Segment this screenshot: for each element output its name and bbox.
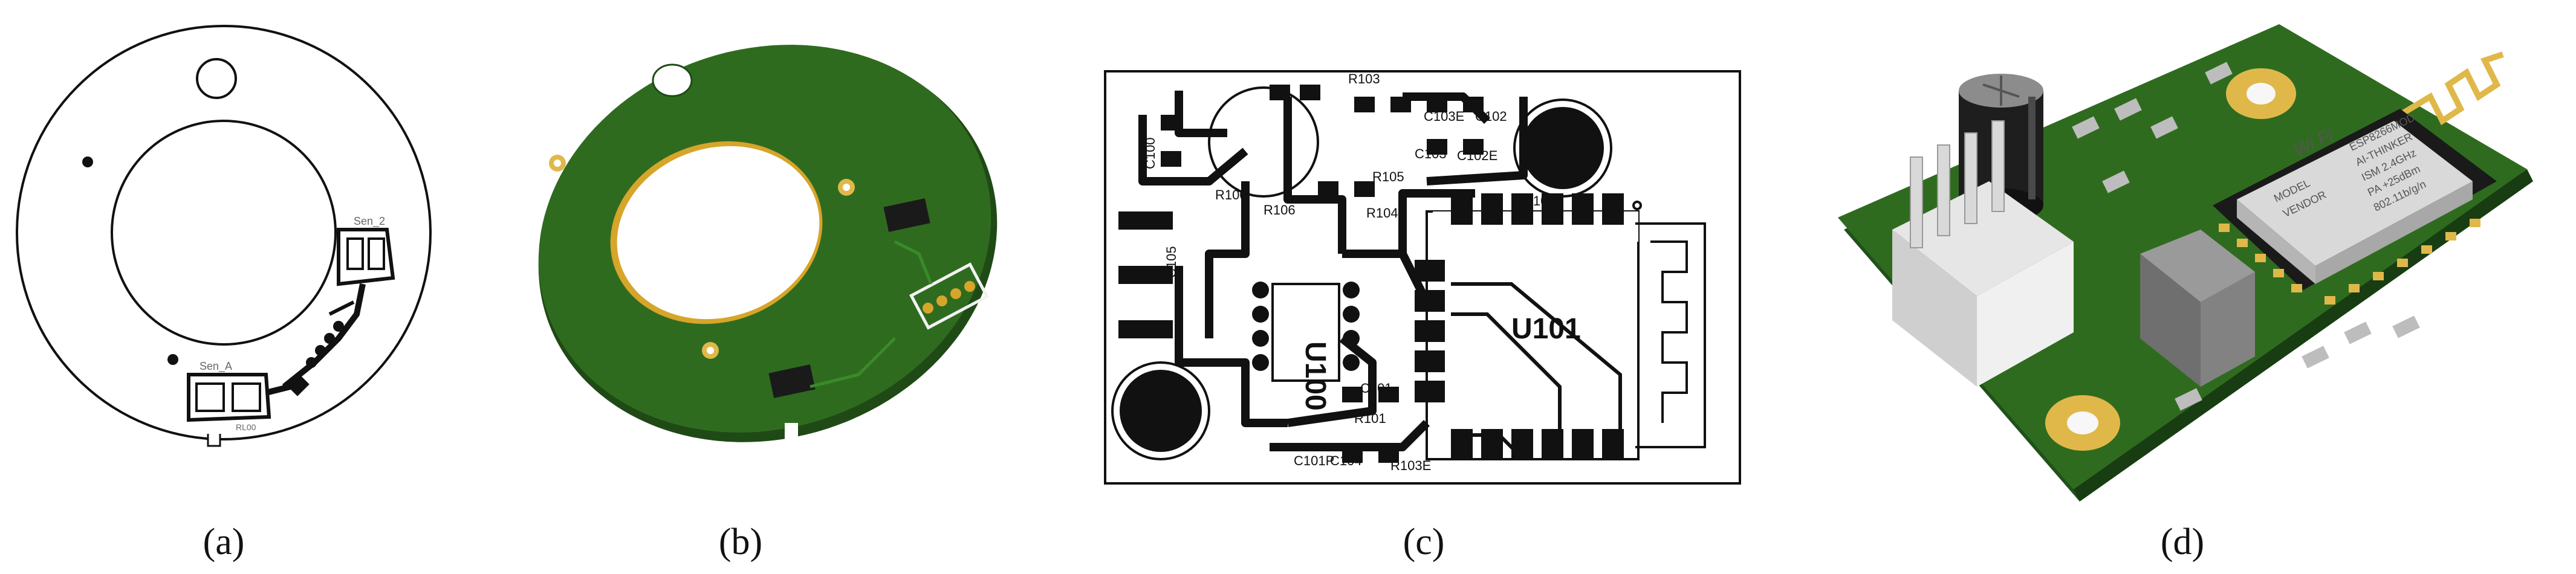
antenna-meander	[1632, 201, 1706, 448]
panel-a-layout: Sen_2 Sen_A RL00	[16, 25, 432, 447]
silk-r104: R104	[1366, 205, 1398, 221]
ring-board-3d	[538, 45, 998, 442]
silk-r102: R102	[1523, 193, 1556, 208]
pads	[285, 321, 344, 396]
caption-a: (a)	[203, 521, 245, 563]
silk-r100: R100	[1215, 187, 1247, 202]
panel-c: R103 C103 C102E R102 C103E C102 R105 R10…	[1088, 0, 1759, 574]
panel-d-render: Wi Fi MODEL VENDOR ESP8266MOD AI-THINKER…	[1838, 24, 2533, 501]
silk-c101: C101	[1360, 381, 1392, 396]
mounting-pads-3d	[2045, 68, 2296, 451]
caption-d: (d)	[2160, 521, 2205, 563]
ic-u100	[1252, 282, 1360, 382]
smd-components-3d	[2072, 62, 2420, 411]
silk-c102e: C102E	[1457, 148, 1497, 163]
panel-b: (b)	[472, 0, 1076, 574]
components-3d	[768, 198, 990, 398]
silk-c101p: C101P	[1294, 453, 1334, 468]
traces	[1138, 91, 1528, 451]
pin-header-connector-3d	[1892, 120, 2074, 387]
silk-sen2: Sen_2	[354, 215, 385, 228]
silk-c100: C100	[1143, 137, 1158, 169]
silk-sena: Sen_A	[200, 360, 232, 373]
smd-pads	[1118, 85, 1484, 463]
mounting-holes	[1111, 98, 1612, 460]
panel-c-layout: R103 C103 C102E R102 C103E C102 R105 R10…	[1104, 70, 1741, 485]
silk-c102: C102	[1475, 109, 1507, 124]
silk-c103e: C103E	[1424, 109, 1464, 124]
caption-b: (b)	[718, 521, 763, 563]
panel-b-render	[538, 45, 998, 442]
voltage-regulator-3d	[2140, 230, 2255, 387]
wifi-module-3d: Wi Fi MODEL VENDOR ESP8266MOD AI-THINKER…	[2213, 109, 2497, 305]
silk-r103: R103	[1348, 71, 1380, 86]
silk-r106: R106	[1264, 202, 1296, 218]
silk-c105: C105	[1164, 246, 1179, 278]
silk-c103: C103	[1415, 146, 1447, 161]
silk-r103e-bottom: R103E	[1390, 458, 1431, 473]
silk-c104: C104	[1330, 453, 1362, 468]
silk-rl00: RL00	[236, 422, 256, 432]
panel-a: Sen_2 Sen_A RL00 (a)	[0, 0, 447, 574]
silkscreen-labels: R103 C103 C102E R102 C103E C102 R105 R10…	[1143, 71, 1556, 473]
silk-u100: U100	[1299, 341, 1331, 411]
sensor-a-footprint	[187, 373, 291, 422]
pcb-antenna	[2398, 51, 2504, 126]
mounting-pads	[549, 155, 855, 359]
panel-d: Wi Fi MODEL VENDOR ESP8266MOD AI-THINKER…	[1789, 0, 2575, 574]
silk-u101: U101	[1511, 313, 1581, 345]
capacitor-outline	[1208, 86, 1319, 198]
ring-board-outline	[16, 25, 432, 447]
sensor-2-footprint	[282, 228, 395, 389]
silk-r105: R105	[1372, 169, 1404, 184]
silk-r101: R101	[1354, 411, 1386, 426]
wifi-module-footprint	[1415, 193, 1640, 460]
caption-c: (c)	[1403, 521, 1445, 563]
